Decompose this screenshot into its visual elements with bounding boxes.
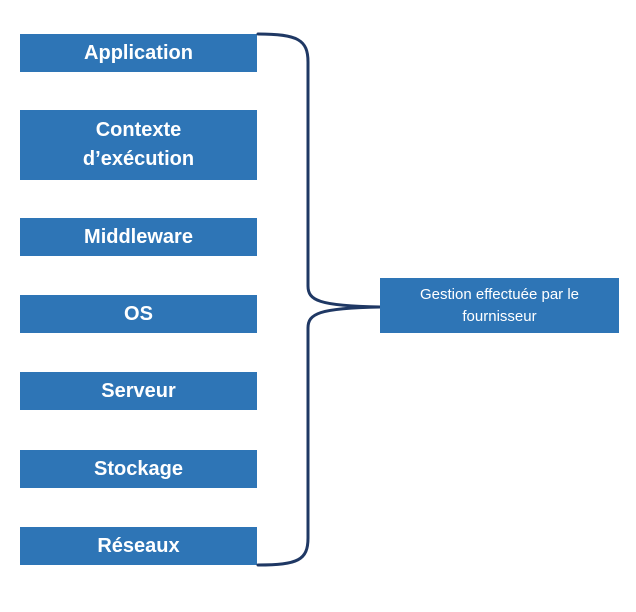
provider-managed-label: Gestion effectuée par le fournisseur xyxy=(420,285,579,325)
brace-shape xyxy=(256,32,382,567)
layer-label-storage: Stockage xyxy=(94,457,183,480)
layer-label-middleware: Middleware xyxy=(84,225,193,248)
layer-box-storage: Stockage xyxy=(20,450,257,488)
layer-box-server: Serveur xyxy=(20,372,257,410)
layer-label-networks: Réseaux xyxy=(97,534,180,557)
layer-box-networks: Réseaux xyxy=(20,527,257,565)
provider-managed-box: Gestion effectuée par le fournisseur xyxy=(380,278,619,333)
layer-box-execution-context: Contexte d’exécution xyxy=(20,110,257,180)
layer-label-server: Serveur xyxy=(101,379,176,402)
layer-label-os: OS xyxy=(124,302,153,325)
layer-label-execution-context: Contexte d’exécution xyxy=(82,119,195,170)
layer-box-application: Application xyxy=(20,34,257,72)
layer-box-os: OS xyxy=(20,295,257,333)
layer-box-middleware: Middleware xyxy=(20,218,257,256)
layer-label-application: Application xyxy=(84,41,193,64)
